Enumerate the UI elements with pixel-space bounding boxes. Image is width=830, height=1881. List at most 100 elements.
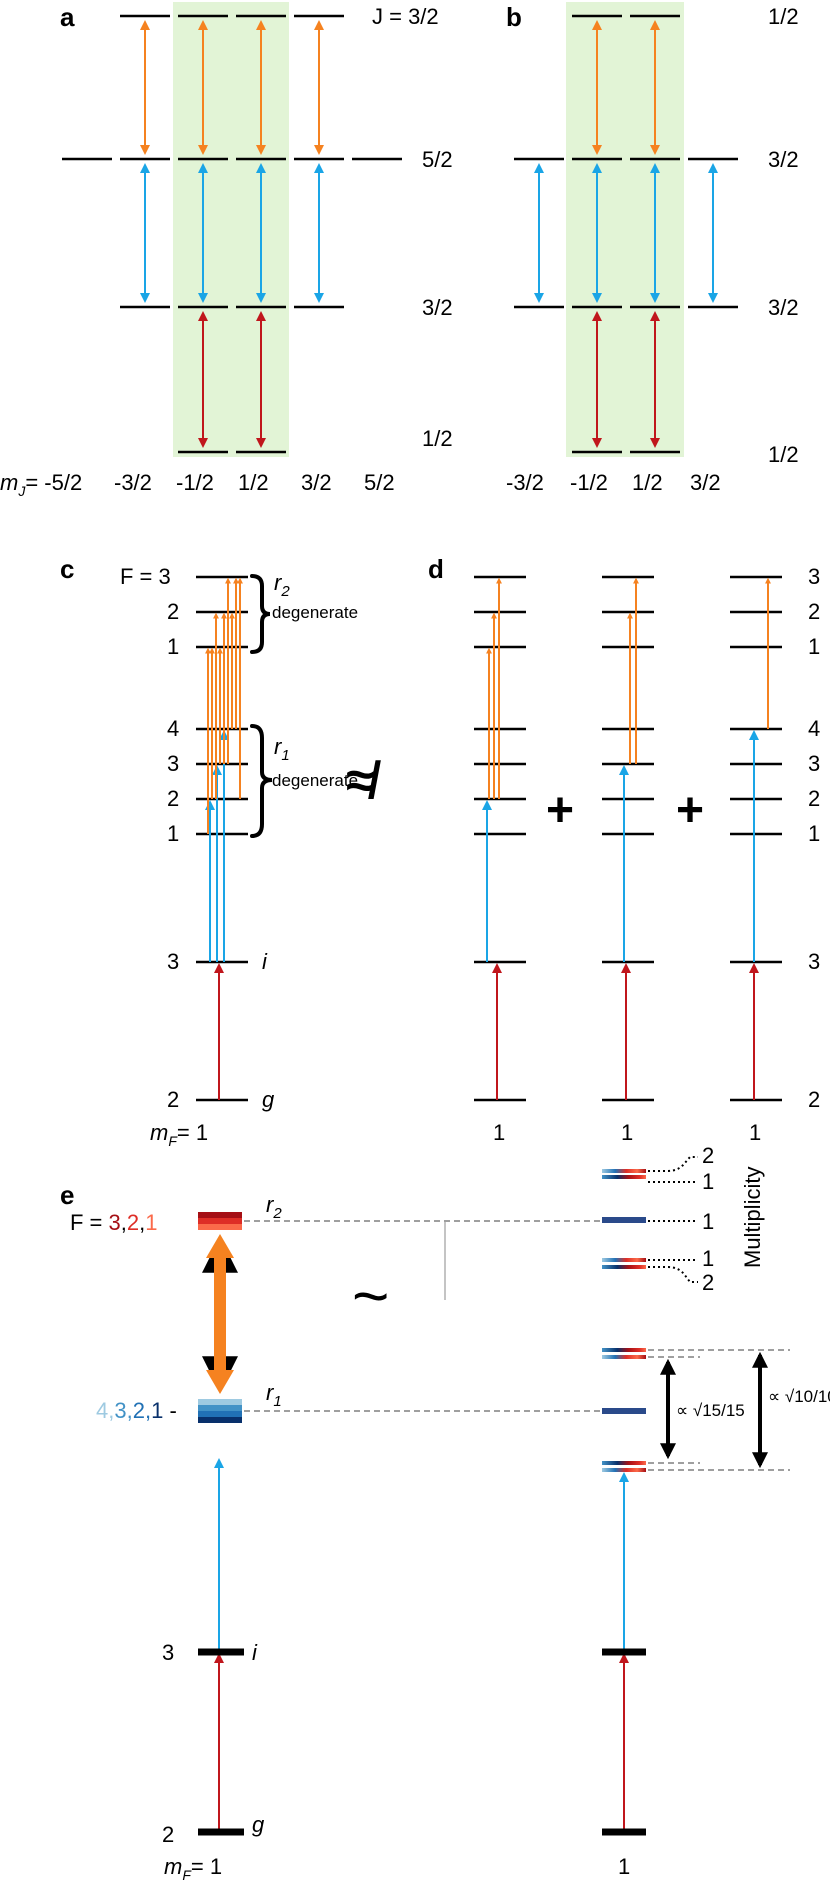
panel-b-arrows	[534, 20, 718, 448]
multiplicity-value: 1	[702, 1169, 714, 1194]
mj-label: 5/2	[364, 470, 395, 495]
g-label: g	[252, 1812, 265, 1837]
j-label: J = 3/2	[372, 4, 439, 29]
dash: -	[163, 1398, 176, 1423]
plus-sign: +	[676, 784, 704, 837]
f-label: 1	[167, 821, 179, 846]
r2-symbol: r	[274, 570, 283, 595]
i-label: i	[262, 949, 268, 974]
i-label: i	[252, 1640, 258, 1665]
f-label: 3	[167, 751, 179, 776]
panel-a-levels	[62, 14, 402, 454]
f-label: 2	[162, 1822, 174, 1847]
split-bar	[602, 1408, 646, 1414]
panel-d-label: d	[428, 554, 444, 584]
panel-c: c F = 3	[60, 554, 358, 1149]
big-arrowhead-bottom	[206, 1370, 234, 1394]
comma: ,	[121, 1210, 127, 1235]
r2-symbol: r	[266, 1192, 275, 1217]
r1-val-2: 2	[133, 1398, 145, 1423]
r2-label: r2	[266, 1192, 282, 1222]
r2-f3-bar	[198, 1212, 242, 1218]
f-label: 4	[808, 716, 820, 741]
mj-label: -3/2	[506, 470, 544, 495]
f-label: 3	[808, 564, 820, 589]
r1-val-3: 3	[114, 1398, 126, 1423]
mf-axis-label: mF= 1	[164, 1854, 222, 1881]
r1-f1-bar	[198, 1417, 242, 1423]
mj-label: 1/2	[632, 470, 663, 495]
r1-val-4: 4	[96, 1398, 108, 1423]
r2-level-stack	[198, 1212, 242, 1230]
f-label: 2	[808, 1087, 820, 1112]
brace-r1	[250, 724, 273, 838]
f-label: 2	[167, 599, 179, 624]
r1-f2-bar	[198, 1411, 242, 1417]
panel-d: d ≉ + +	[346, 554, 820, 1145]
not-approx-symbol: ≉	[346, 752, 382, 810]
r1-f3-bar	[198, 1405, 242, 1411]
f-label: 3	[167, 949, 179, 974]
panel-e: e ~ F = 3,2,1 4,3,2,1 - r2	[60, 1143, 830, 1881]
j-label: 3/2	[768, 295, 799, 320]
split-bar	[602, 1468, 646, 1472]
panel-e-label: e	[60, 1180, 74, 1210]
f-val-3: 3	[109, 1210, 121, 1235]
f-label: 2	[808, 599, 820, 624]
j-label: 1/2	[768, 4, 799, 29]
r1-subscript: 1	[281, 747, 289, 764]
comma: ,	[127, 1398, 133, 1423]
mj-symbol: m	[0, 470, 18, 495]
panel-b-label: b	[506, 2, 522, 32]
split-bar	[602, 1217, 646, 1223]
j-label: 3/2	[768, 147, 799, 172]
panel-b: b 1/2 3/2 3/2 1/2	[506, 2, 799, 495]
split-bar	[602, 1265, 646, 1269]
split-bar	[602, 1175, 646, 1179]
mf-symbol: m	[164, 1854, 182, 1879]
brace-r2	[250, 574, 271, 654]
split-bar	[602, 1258, 646, 1262]
mj-eq: = -5/2	[25, 470, 82, 495]
panel-c-arrows	[205, 577, 243, 1100]
f-label: 3	[162, 1640, 174, 1665]
mf-symbol: m	[150, 1120, 168, 1145]
f-label: 2	[808, 786, 820, 811]
comma: ,	[145, 1398, 151, 1423]
mj-label: -1/2	[176, 470, 214, 495]
panel-a: a	[0, 2, 453, 499]
multiplicity-value: 1	[702, 1209, 714, 1234]
mj-label: -3/2	[114, 470, 152, 495]
f-label: 1	[808, 821, 820, 846]
g-label: g	[262, 1087, 275, 1112]
mf-axis-label: mF= 1	[150, 1120, 208, 1149]
panel-d-arrows	[482, 577, 771, 1100]
r1-symbol: r	[266, 1380, 275, 1405]
mj-axis-label: mJ= -5/2	[0, 470, 82, 499]
mf-label: 1	[493, 1120, 505, 1145]
mf-eq: = 1	[177, 1120, 208, 1145]
f-label: 1	[167, 634, 179, 659]
mf-label: 1	[618, 1854, 630, 1879]
big-arrowhead-top	[206, 1234, 234, 1258]
r2-f2-bar	[198, 1218, 242, 1224]
approx-symbol: ~	[352, 1260, 389, 1332]
split-bar	[602, 1355, 646, 1359]
f-values-label: F = 3,2,1	[70, 1210, 158, 1235]
r2-label: r2	[274, 570, 290, 600]
panel-a-arrows	[140, 20, 324, 448]
panel-a-highlight	[173, 2, 289, 457]
big-orange-arrow-shaft	[214, 1256, 226, 1372]
mf-subscript: F	[182, 1867, 192, 1881]
panel-b-highlight	[566, 2, 684, 457]
r1-level-stack	[198, 1399, 242, 1423]
f-val-2: 2	[127, 1210, 139, 1235]
panel-c-label: c	[60, 554, 74, 584]
split-bar	[602, 1461, 646, 1465]
r2-f1-bar	[198, 1224, 242, 1230]
panel-a-label: a	[60, 2, 75, 32]
mf-label: 1	[621, 1120, 633, 1145]
r1-val-1: 1	[151, 1398, 163, 1423]
mj-label: 3/2	[301, 470, 332, 495]
j-label: 1/2	[768, 442, 799, 467]
